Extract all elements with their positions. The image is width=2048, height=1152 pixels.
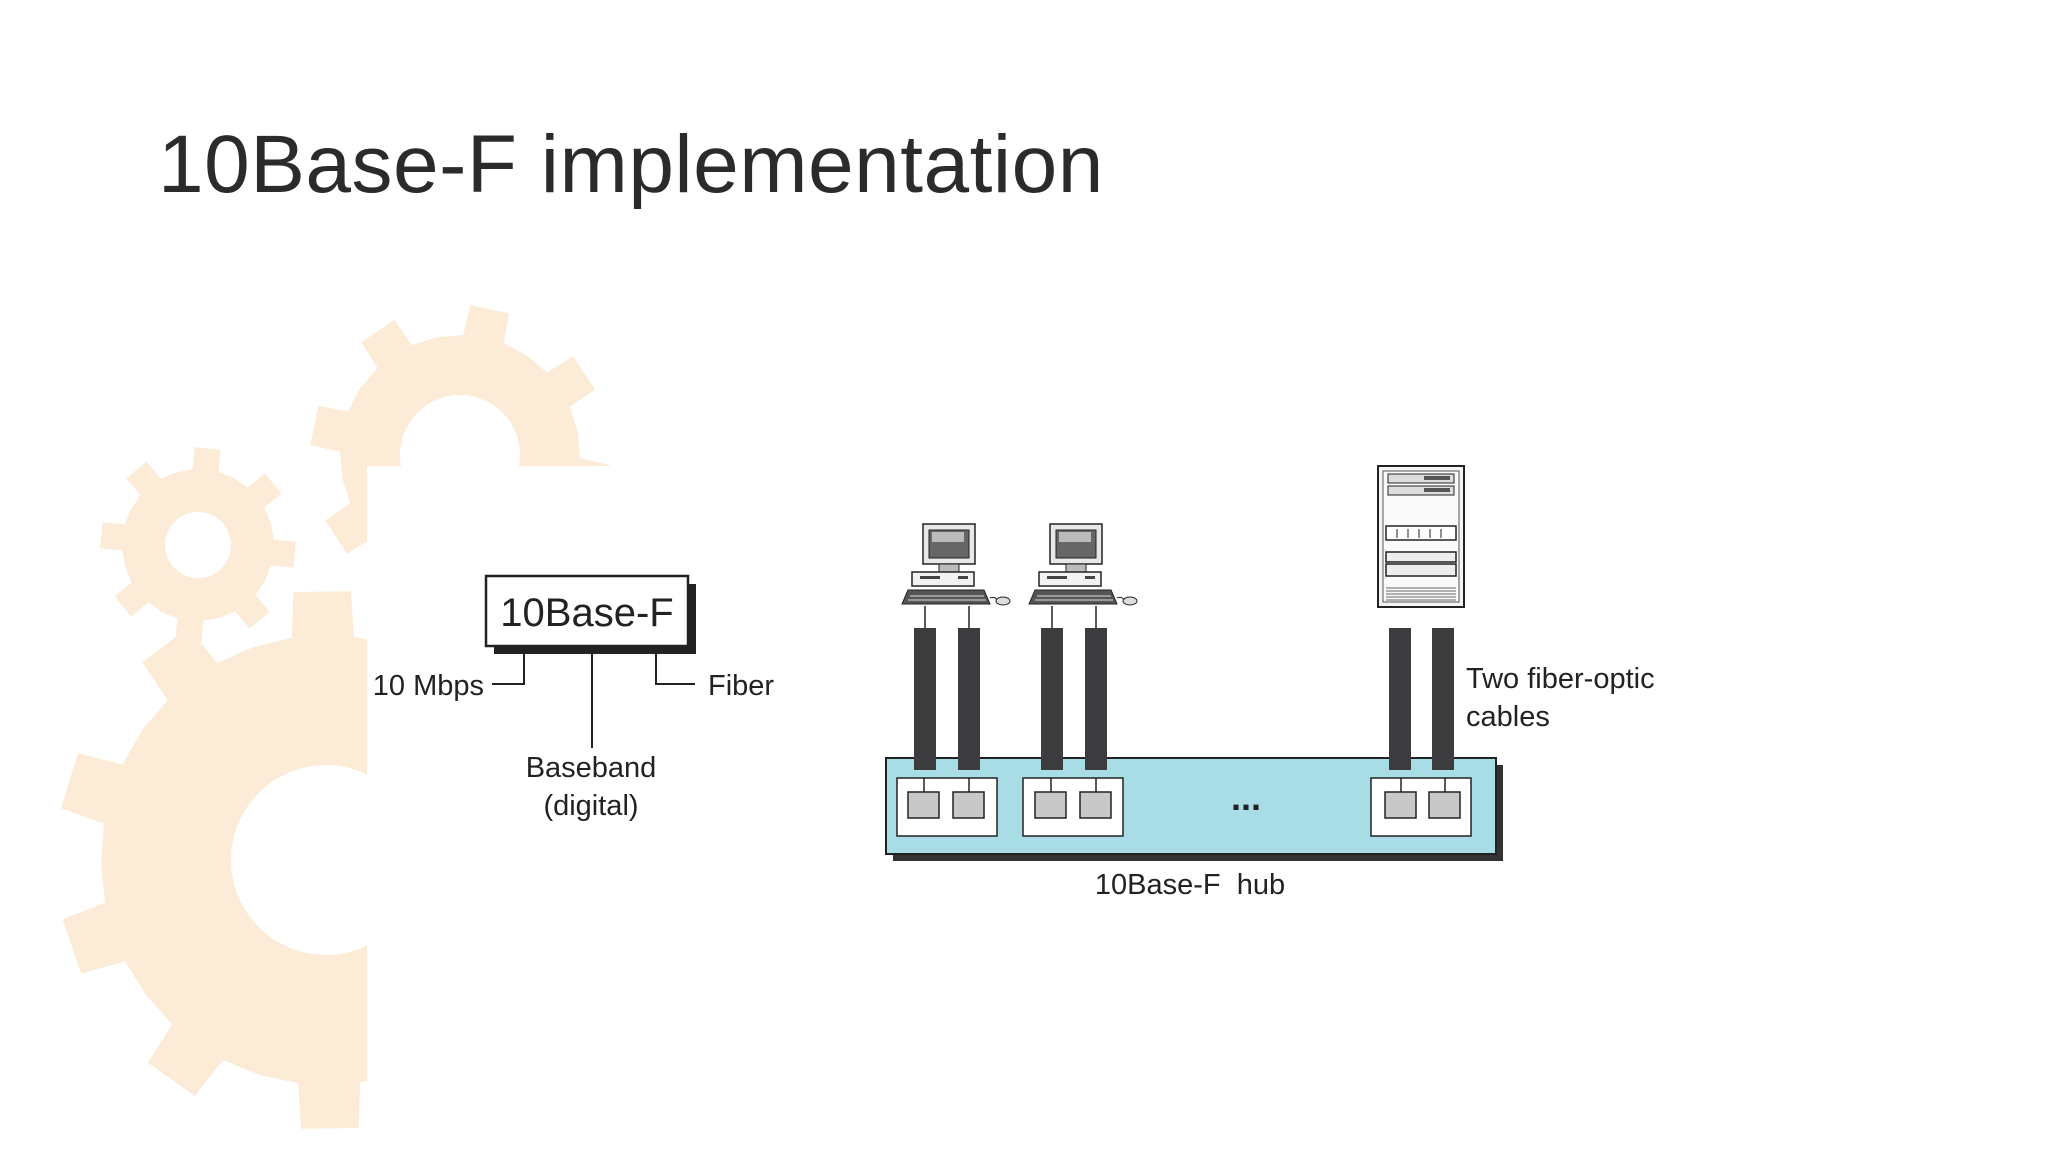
port-group-1 xyxy=(896,777,998,837)
fiber-cable xyxy=(1432,628,1454,770)
fiber-cables xyxy=(914,628,1454,770)
cable-stubs xyxy=(924,606,1097,628)
port xyxy=(952,791,985,819)
fiber-cable xyxy=(1041,628,1063,770)
server-icon xyxy=(1377,465,1465,608)
gear-shape xyxy=(100,447,296,643)
hub-ellipsis: ... xyxy=(1231,777,1261,818)
hub-label: 10Base-F hub xyxy=(1095,869,1285,901)
port xyxy=(1079,791,1112,819)
computer-icon xyxy=(901,523,1011,606)
cables-label-line1: Two fiber-optic xyxy=(1466,663,1655,695)
port xyxy=(1034,791,1067,819)
rate-connector xyxy=(492,646,525,685)
signal-label-line1: Baseband xyxy=(526,752,657,784)
port-group-3 xyxy=(1370,777,1472,837)
port-stubs xyxy=(923,778,1446,792)
legend-box xyxy=(484,574,690,648)
port-group-2 xyxy=(1022,777,1124,837)
fiber-cable xyxy=(958,628,980,770)
fiber-cable xyxy=(1389,628,1411,770)
legend-name: 10Base-F xyxy=(500,591,673,635)
port xyxy=(1428,791,1461,819)
fiber-cable xyxy=(914,628,936,770)
medium-label: Fiber xyxy=(708,670,774,702)
computer-icon xyxy=(1028,523,1138,606)
fiber-cable xyxy=(1085,628,1107,770)
cables-label-line2: cables xyxy=(1466,701,1550,733)
port xyxy=(907,791,940,819)
naming-legend: 10Base-F 10 Mbps Fiber Baseband (digital… xyxy=(373,574,774,822)
rate-label: 10 Mbps xyxy=(373,670,484,702)
medium-connector xyxy=(655,646,695,685)
signal-label-line2: (digital) xyxy=(543,790,638,822)
port xyxy=(1384,791,1417,819)
network-diagram: ... 10Base-F hub Two fiber-optic cables xyxy=(885,465,1655,901)
slide-title: 10Base-F implementation xyxy=(158,119,1104,210)
